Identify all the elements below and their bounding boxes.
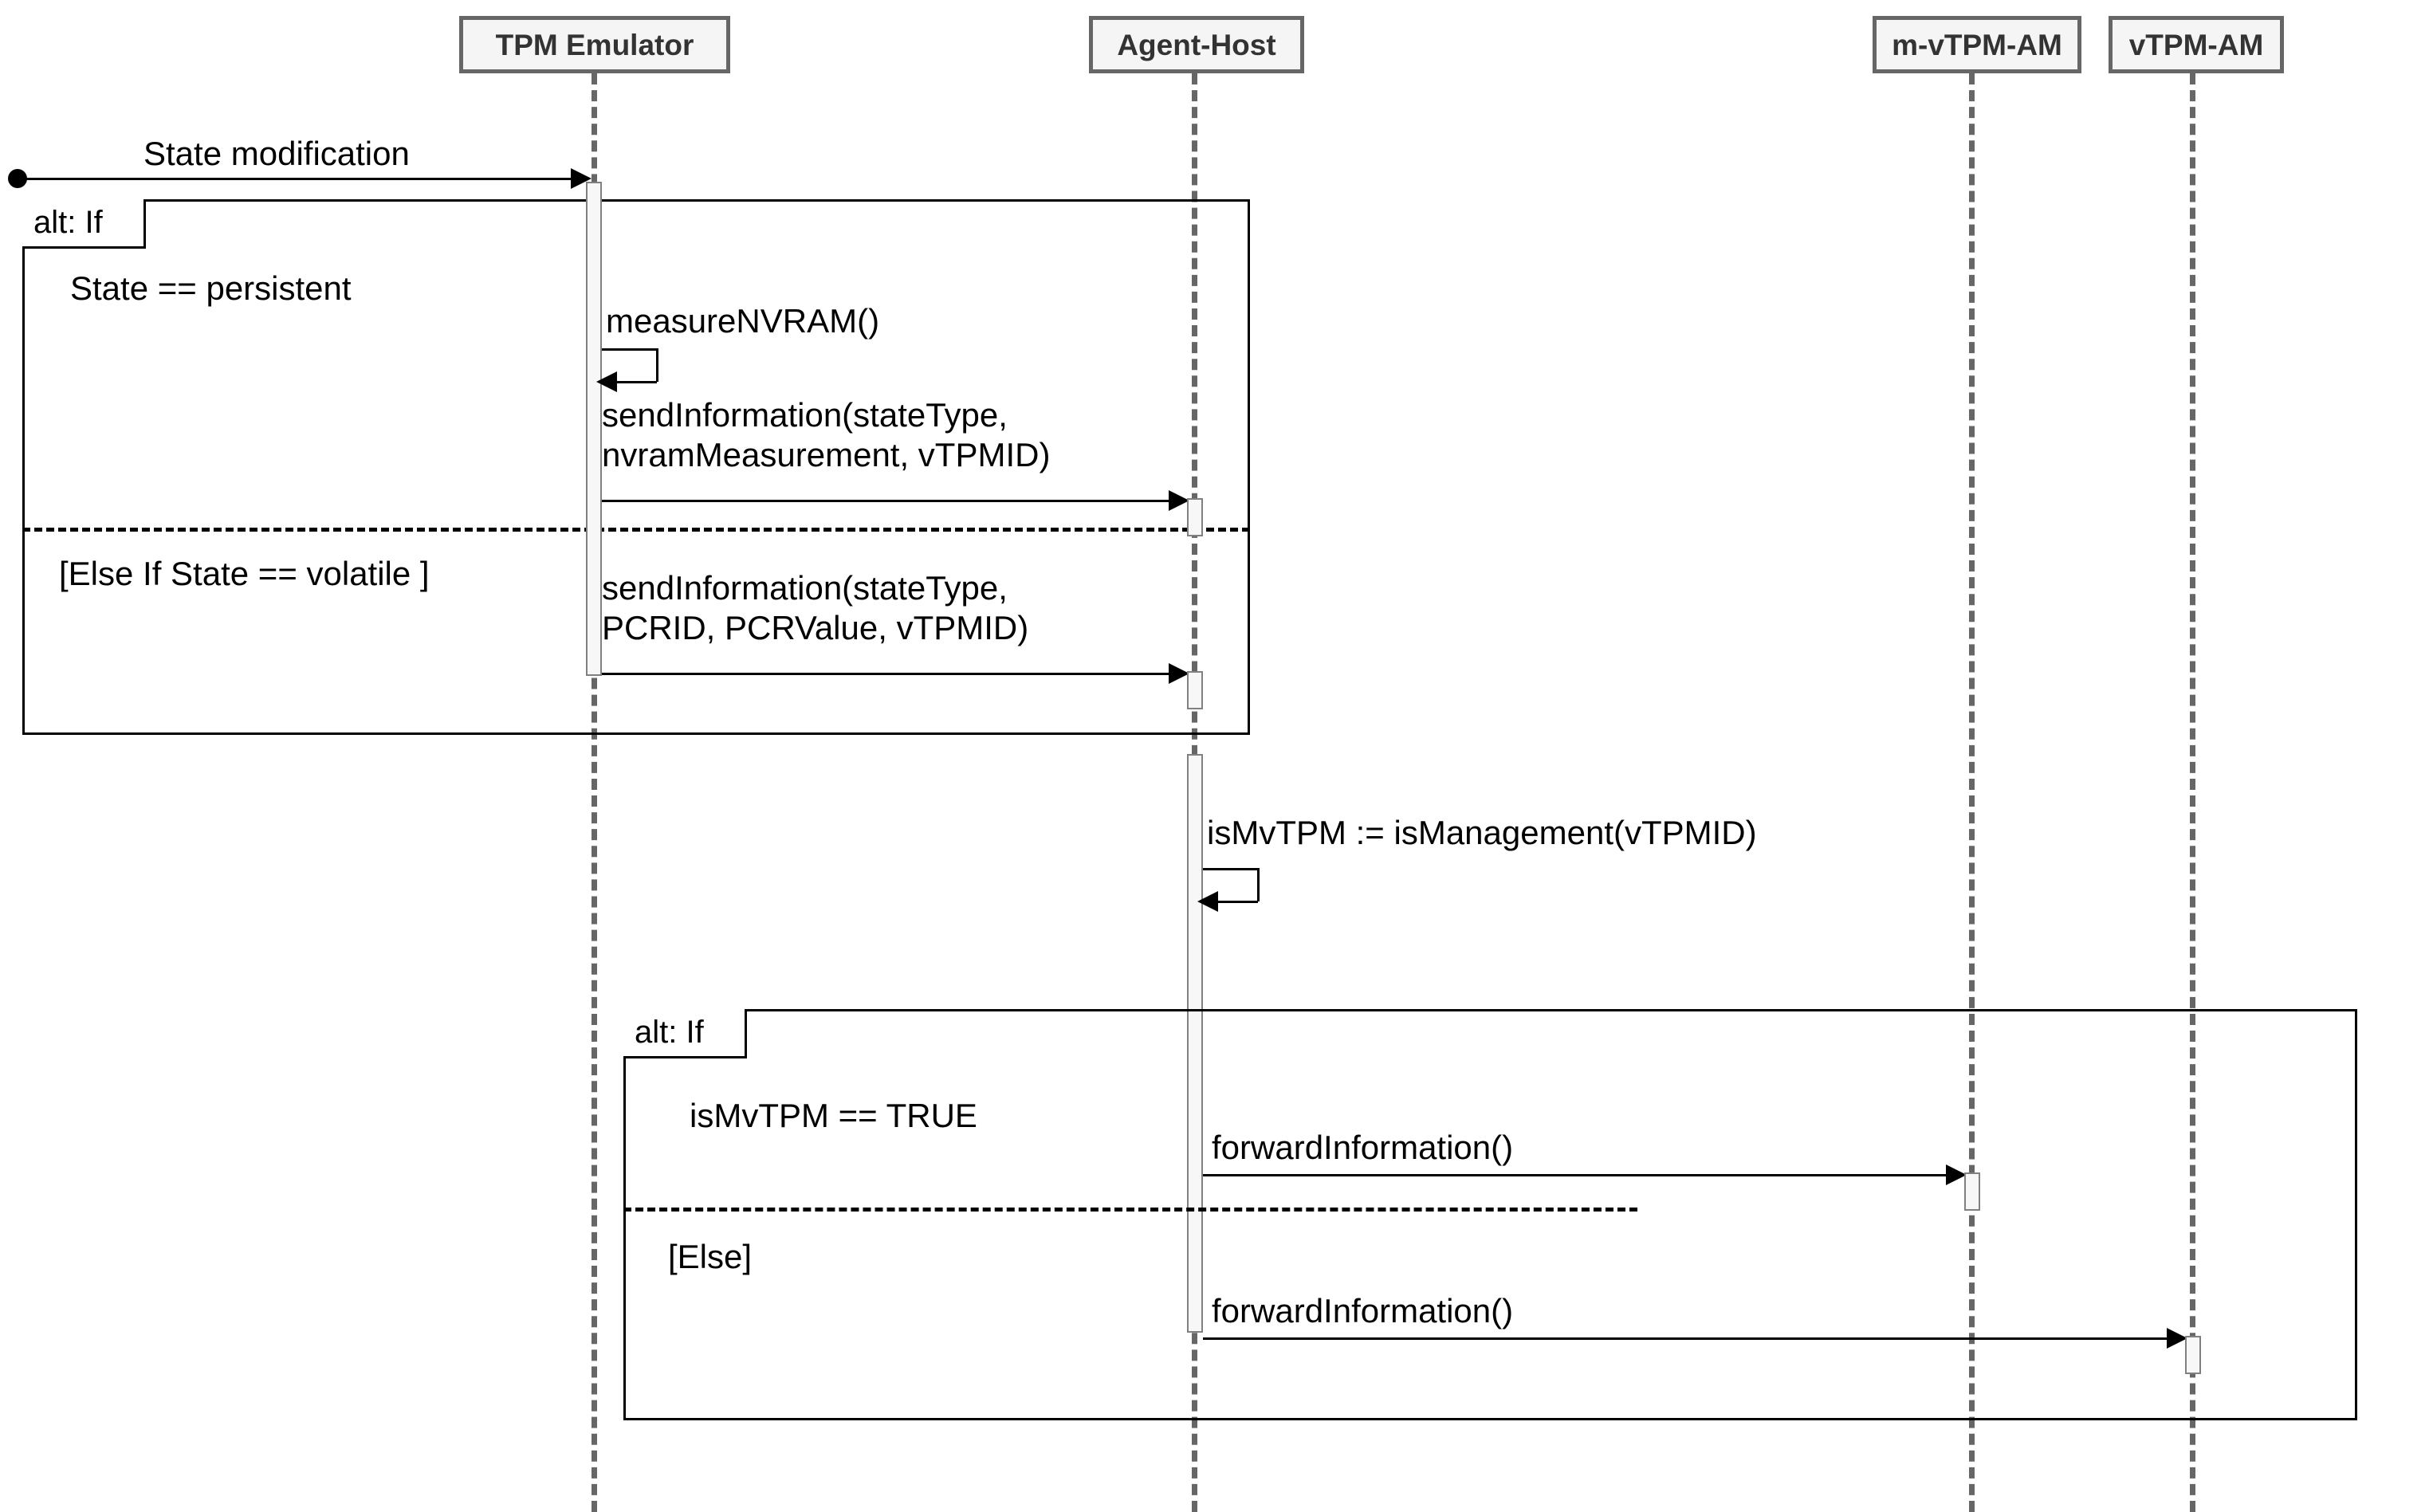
self-message-top-measure-nvram (602, 348, 658, 351)
fragment-guard-state-volatile: [Else If State == volatile ] (59, 555, 430, 592)
fragment-operator-tab-alt-is-mvtpm: alt: If (623, 1009, 747, 1058)
message-label-forward-information-mvtpm: forwardInformation() (1212, 1129, 1514, 1166)
lifeline-label-m-vtpm-am: m-vTPM-AM (1892, 28, 2062, 61)
lifeline-head-vtpm-am[interactable]: vTPM-AM (2109, 16, 2284, 73)
combined-fragment-alt-state-type (22, 199, 1250, 735)
self-message-arrowhead-measure-nvram (596, 371, 617, 392)
lifeline-label-vtpm-am: vTPM-AM (2128, 28, 2264, 61)
self-message-bottom-measure-nvram (615, 381, 657, 383)
message-line-forward-information-vtpm (1203, 1337, 2181, 1340)
lifeline-label-agent-host: Agent-Host (1117, 28, 1276, 61)
fragment-operator-label-alt-state-type: alt: If (33, 205, 103, 240)
lifeline-dash-m-vtpm-am (1969, 73, 1975, 1512)
lifeline-dash-vtpm-am (2190, 73, 2195, 1512)
fragment-guard-is-mvtpm-true: isMvTPM == TRUE (690, 1097, 977, 1134)
message-line-send-information-pcr (602, 673, 1182, 675)
message-line-state-modification (18, 178, 584, 180)
fragment-guard-is-mvtpm-else: [Else] (668, 1238, 753, 1275)
message-arrowhead-forward-information-mvtpm (1946, 1164, 1967, 1185)
message-arrowhead-forward-information-vtpm (2167, 1328, 2187, 1349)
self-message-right-measure-nvram (656, 348, 658, 382)
combined-fragment-alt-is-mvtpm (623, 1009, 2357, 1420)
activation-bar-vtpm-am (2185, 1336, 2201, 1374)
fragment-operator-label-alt-is-mvtpm: alt: If (635, 1015, 704, 1050)
lifeline-head-agent-host[interactable]: Agent-Host (1089, 16, 1304, 73)
fragment-operator-tab-alt-state-type: alt: If (22, 199, 146, 249)
self-message-arrowhead-is-management (1197, 891, 1218, 912)
activation-bar-agent-host-pcr (1187, 671, 1203, 709)
message-arrowhead-send-information-nvram (1169, 490, 1189, 511)
message-label-send-information-nvram: sendInformation(stateType, nvramMeasurem… (602, 396, 1051, 473)
activation-bar-m-vtpm-am (1964, 1172, 1980, 1211)
message-label-state-modification: State modification (143, 135, 410, 172)
lifeline-head-tpm-emulator[interactable]: TPM Emulator (459, 16, 730, 73)
fragment-separator-alt-state-type (22, 528, 1250, 532)
message-arrowhead-send-information-pcr (1169, 663, 1189, 684)
message-line-forward-information-mvtpm (1203, 1174, 1960, 1176)
message-label-send-information-pcr: sendInformation(stateType, PCRID, PCRVal… (602, 569, 1029, 646)
lifeline-label-tpm-emulator: TPM Emulator (495, 28, 694, 61)
lifeline-head-m-vtpm-am[interactable]: m-vTPM-AM (1873, 16, 2081, 73)
message-line-send-information-nvram (602, 500, 1182, 502)
self-message-top-is-management (1203, 868, 1259, 870)
fragment-guard-state-persistent: State == persistent (70, 269, 352, 307)
activation-bar-agent-host-nvram (1187, 498, 1203, 536)
lifeline-dash-tpm-emulator (592, 73, 597, 1512)
message-label-forward-information-vtpm: forwardInformation() (1212, 1292, 1514, 1329)
self-message-right-is-management (1257, 868, 1260, 901)
activation-bar-tpm-emulator (586, 182, 602, 676)
fragment-separator-alt-is-mvtpm (623, 1208, 1637, 1212)
message-label-is-management: isMvTPM := isManagement(vTPMID) (1207, 814, 1757, 851)
self-message-bottom-is-management (1216, 901, 1258, 903)
message-label-measure-nvram: measureNVRAM() (606, 302, 880, 340)
